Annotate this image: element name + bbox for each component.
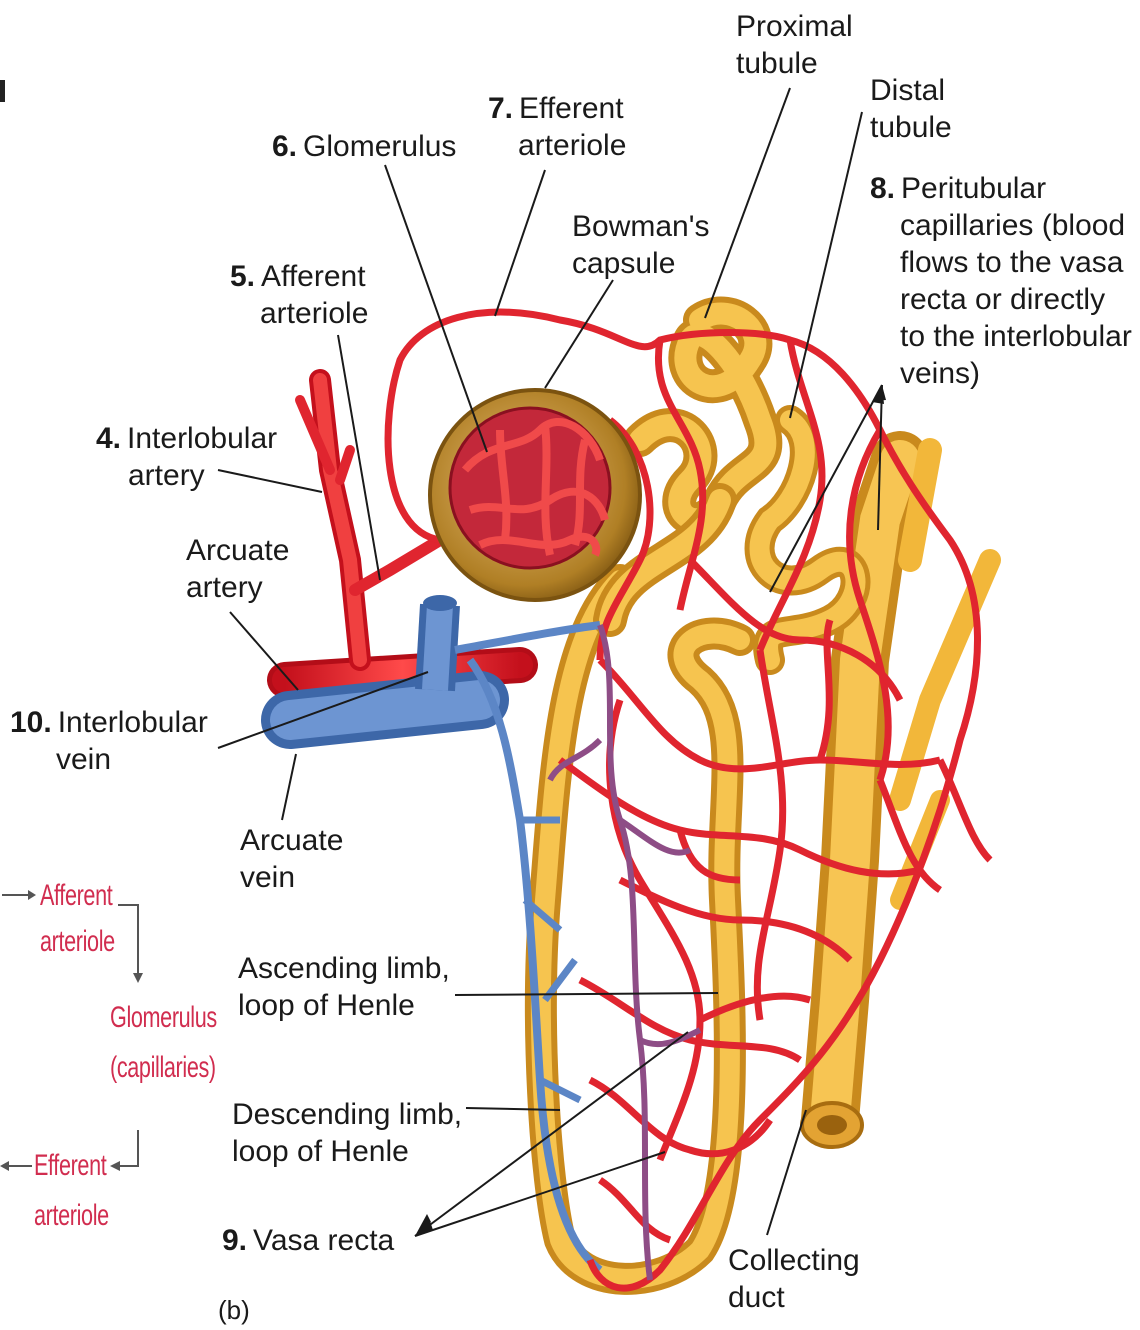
label-efferent-arteriole: 7.Efferent arteriole — [488, 90, 626, 164]
label-glomerulus: 6.Glomerulus — [272, 128, 456, 165]
label-descending-limb: Descending limb,loop of Henle — [232, 1096, 462, 1170]
label-interlobular-artery: 4.Interlobular artery — [96, 420, 277, 494]
label-vasa-recta: 9.Vasa recta — [222, 1222, 394, 1259]
label-interlobular-vein: 10.Interlobular vein — [10, 704, 208, 778]
loop-of-henle — [541, 580, 740, 1279]
cropped-mark — [0, 80, 5, 102]
label-afferent-arteriole: 5.Afferent arteriole — [230, 258, 368, 332]
label-ascending-limb: Ascending limb,loop of Henle — [238, 950, 450, 1024]
panel-label: (b) — [218, 1292, 250, 1329]
flow-glomerulus-capillaries: Glomerulus(capillaries) — [110, 1000, 217, 1086]
label-peritubular-capillaries: 8.Peritubular capillaries (blood flows t… — [870, 170, 1132, 392]
glomerulus-capsule — [430, 390, 640, 600]
